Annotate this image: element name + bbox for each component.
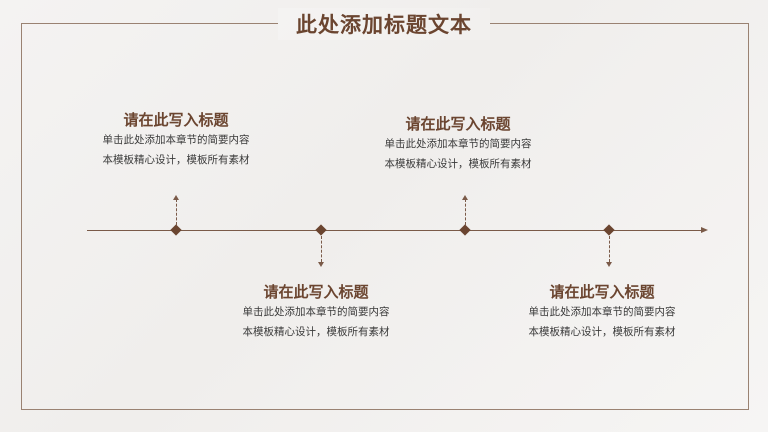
arrow-down-icon (318, 262, 324, 267)
connector-4 (609, 236, 610, 262)
content-frame (21, 23, 749, 410)
timeline-item-1: 请在此写入标题 单击此处添加本章节的简要内容 本模板精心设计，模板所有素材 (76, 110, 276, 170)
timeline-item-4: 请在此写入标题 单击此处添加本章节的简要内容 本模板精心设计，模板所有素材 (502, 282, 702, 342)
item-description[interactable]: 本模板精心设计，模板所有素材 (102, 154, 250, 166)
item-description[interactable]: 本模板精心设计，模板所有素材 (242, 326, 390, 338)
item-description[interactable]: 单击此处添加本章节的简要内容 (528, 306, 676, 318)
item-title[interactable]: 请在此写入标题 (405, 115, 511, 133)
connector-2 (321, 236, 322, 262)
connector-1 (176, 199, 177, 225)
item-description[interactable]: 单击此处添加本章节的简要内容 (102, 134, 250, 146)
timeline-item-3: 请在此写入标题 单击此处添加本章节的简要内容 本模板精心设计，模板所有素材 (358, 114, 558, 174)
item-description[interactable]: 本模板精心设计，模板所有素材 (384, 158, 532, 170)
item-title[interactable]: 请在此写入标题 (549, 283, 655, 301)
arrow-down-icon (606, 262, 612, 267)
arrow-up-icon (462, 195, 468, 200)
item-title[interactable]: 请在此写入标题 (263, 283, 369, 301)
title-area: 此处添加标题文本 (278, 8, 490, 40)
timeline-axis (87, 230, 701, 231)
item-description[interactable]: 单击此处添加本章节的简要内容 (384, 138, 532, 150)
connector-3 (465, 199, 466, 225)
item-description[interactable]: 本模板精心设计，模板所有素材 (528, 326, 676, 338)
timeline-arrow-icon (701, 227, 708, 233)
item-description[interactable]: 单击此处添加本章节的简要内容 (242, 306, 390, 318)
arrow-up-icon (173, 195, 179, 200)
item-title[interactable]: 请在此写入标题 (123, 111, 229, 129)
page-title[interactable]: 此处添加标题文本 (296, 13, 472, 37)
timeline-item-2: 请在此写入标题 单击此处添加本章节的简要内容 本模板精心设计，模板所有素材 (216, 282, 416, 342)
